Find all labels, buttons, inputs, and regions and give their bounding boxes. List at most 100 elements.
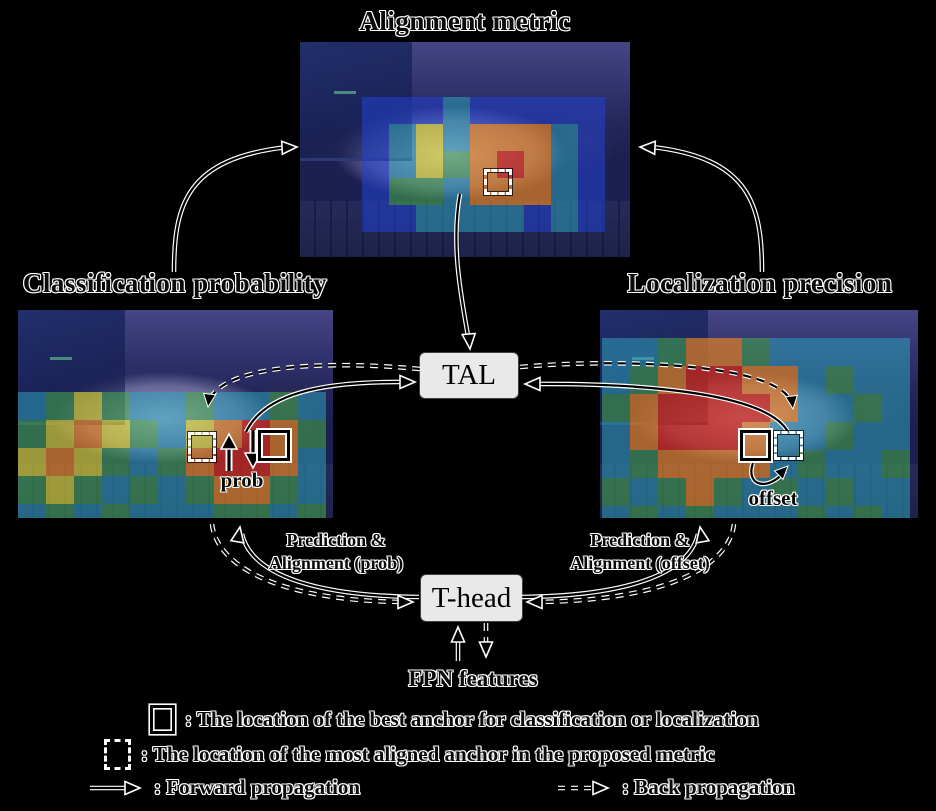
heatmap-cell (389, 151, 416, 178)
heatmap-cell (770, 366, 798, 394)
heatmap-cell (74, 476, 102, 504)
heatmap-cell (630, 366, 658, 394)
heatmap-cell (74, 420, 102, 448)
heatmap-cell (470, 151, 497, 178)
heatmap-cell (242, 392, 270, 420)
heatmap-cell (882, 422, 910, 450)
heatmap-cell (497, 205, 524, 232)
forward-arrow-icon (90, 779, 143, 796)
heatmap-cell (158, 476, 186, 504)
heatmap-cell (882, 394, 910, 422)
heatmap-cell (158, 392, 186, 420)
heatmap-cell (686, 422, 714, 450)
heatmap-cell (826, 338, 854, 366)
heatmap-cell (130, 448, 158, 476)
heatmap-cell (416, 151, 443, 178)
heatmap-cell (854, 506, 882, 518)
heatmap-cell (46, 420, 74, 448)
heatmap-cell (524, 151, 551, 178)
legend-aligned-anchor-text: : The location of the most aligned ancho… (141, 742, 715, 766)
heatmap-cell (242, 504, 270, 518)
heatmap-cell (298, 448, 326, 476)
fpn-features-label: FPN features (408, 666, 538, 691)
heatmap-cell (18, 392, 46, 420)
heatmap-cell (497, 124, 524, 151)
heatmap-cell (578, 97, 605, 124)
heatmap-cell (854, 450, 882, 478)
heatmap-cell (416, 124, 443, 151)
best-anchor-marker-left (258, 430, 290, 461)
heatmap-cell (826, 366, 854, 394)
heatmap-cell (658, 506, 686, 518)
heatmap-cell (658, 394, 686, 422)
heatmap-cell (362, 97, 389, 124)
heatmap-cell (186, 504, 214, 518)
heatmap-cell (186, 392, 214, 420)
heatmap-cell (298, 392, 326, 420)
heatmap-cell (389, 97, 416, 124)
heatmap-cell (158, 504, 186, 518)
heatmap-cell (102, 504, 130, 518)
best-anchor-square-icon (150, 705, 175, 734)
heatmap-cell (524, 205, 551, 232)
heatmap-cell (578, 124, 605, 151)
heatmap-cell (630, 422, 658, 450)
legend-row-forward: : Forward propagation (88, 775, 360, 800)
heatmap-cell (714, 366, 742, 394)
heatmap-cell (102, 420, 130, 448)
heatmap-cell (714, 422, 742, 450)
heatmap-cell (714, 506, 742, 518)
heatmap-cell (416, 205, 443, 232)
heatmap-cell (578, 205, 605, 232)
heatmap-cell (826, 506, 854, 518)
aligned-anchor-square-icon (104, 739, 131, 770)
heatmap-cell (551, 178, 578, 205)
heatmap-cell (602, 450, 630, 478)
heatmap-cell (714, 478, 742, 506)
heatmap-cell (742, 338, 770, 366)
heatmap-cell (362, 151, 389, 178)
heatmap-cell (362, 205, 389, 232)
heatmap-cell (686, 366, 714, 394)
heatmap-cell (389, 124, 416, 151)
heatmap-cell (158, 448, 186, 476)
heatmap-cell (524, 97, 551, 124)
heatmap-cell (714, 450, 742, 478)
alignment-metric-image (300, 42, 630, 257)
heatmap-cell (714, 338, 742, 366)
heatmap-cell (470, 178, 497, 205)
prob-label: prob (220, 468, 264, 492)
heatmap-cell (798, 478, 826, 506)
heatmap-cell (214, 420, 242, 448)
heatmap-cell (362, 178, 389, 205)
title-alignment-metric: Alignment metric (359, 6, 571, 36)
heatmap-cell (270, 504, 298, 518)
heatmap-cell (270, 392, 298, 420)
heatmap-cell (470, 124, 497, 151)
heatmap-cell (46, 504, 74, 518)
heatmap-cell (882, 366, 910, 394)
heatmap-cell (443, 97, 470, 124)
heatmap-cell (770, 394, 798, 422)
title-localization-precision: Localization precision (627, 268, 893, 298)
heatmap-cell (102, 392, 130, 420)
heatmap-cell (798, 506, 826, 518)
heatmap-cell (658, 450, 686, 478)
title-classification-probability: Classification probability (22, 268, 328, 298)
prediction-alignment-offset-line1: Prediction & (590, 530, 690, 550)
heatmap-cell (443, 124, 470, 151)
back-arrow-icon (558, 779, 611, 796)
heatmap-cell (298, 420, 326, 448)
heatmap-cell (74, 392, 102, 420)
heatmap-cell (742, 366, 770, 394)
heatmap-cell (551, 151, 578, 178)
heatmap-cell (524, 178, 551, 205)
heatmap-cell (798, 394, 826, 422)
heatmap-cell (102, 476, 130, 504)
prediction-alignment-prob-line2: Alignment (prob) (268, 553, 404, 573)
heatmap-cell (798, 338, 826, 366)
heatmap-cell (186, 476, 214, 504)
heatmap-cell (602, 338, 630, 366)
heatmap-cell (298, 476, 326, 504)
heatmap-cell (602, 506, 630, 518)
